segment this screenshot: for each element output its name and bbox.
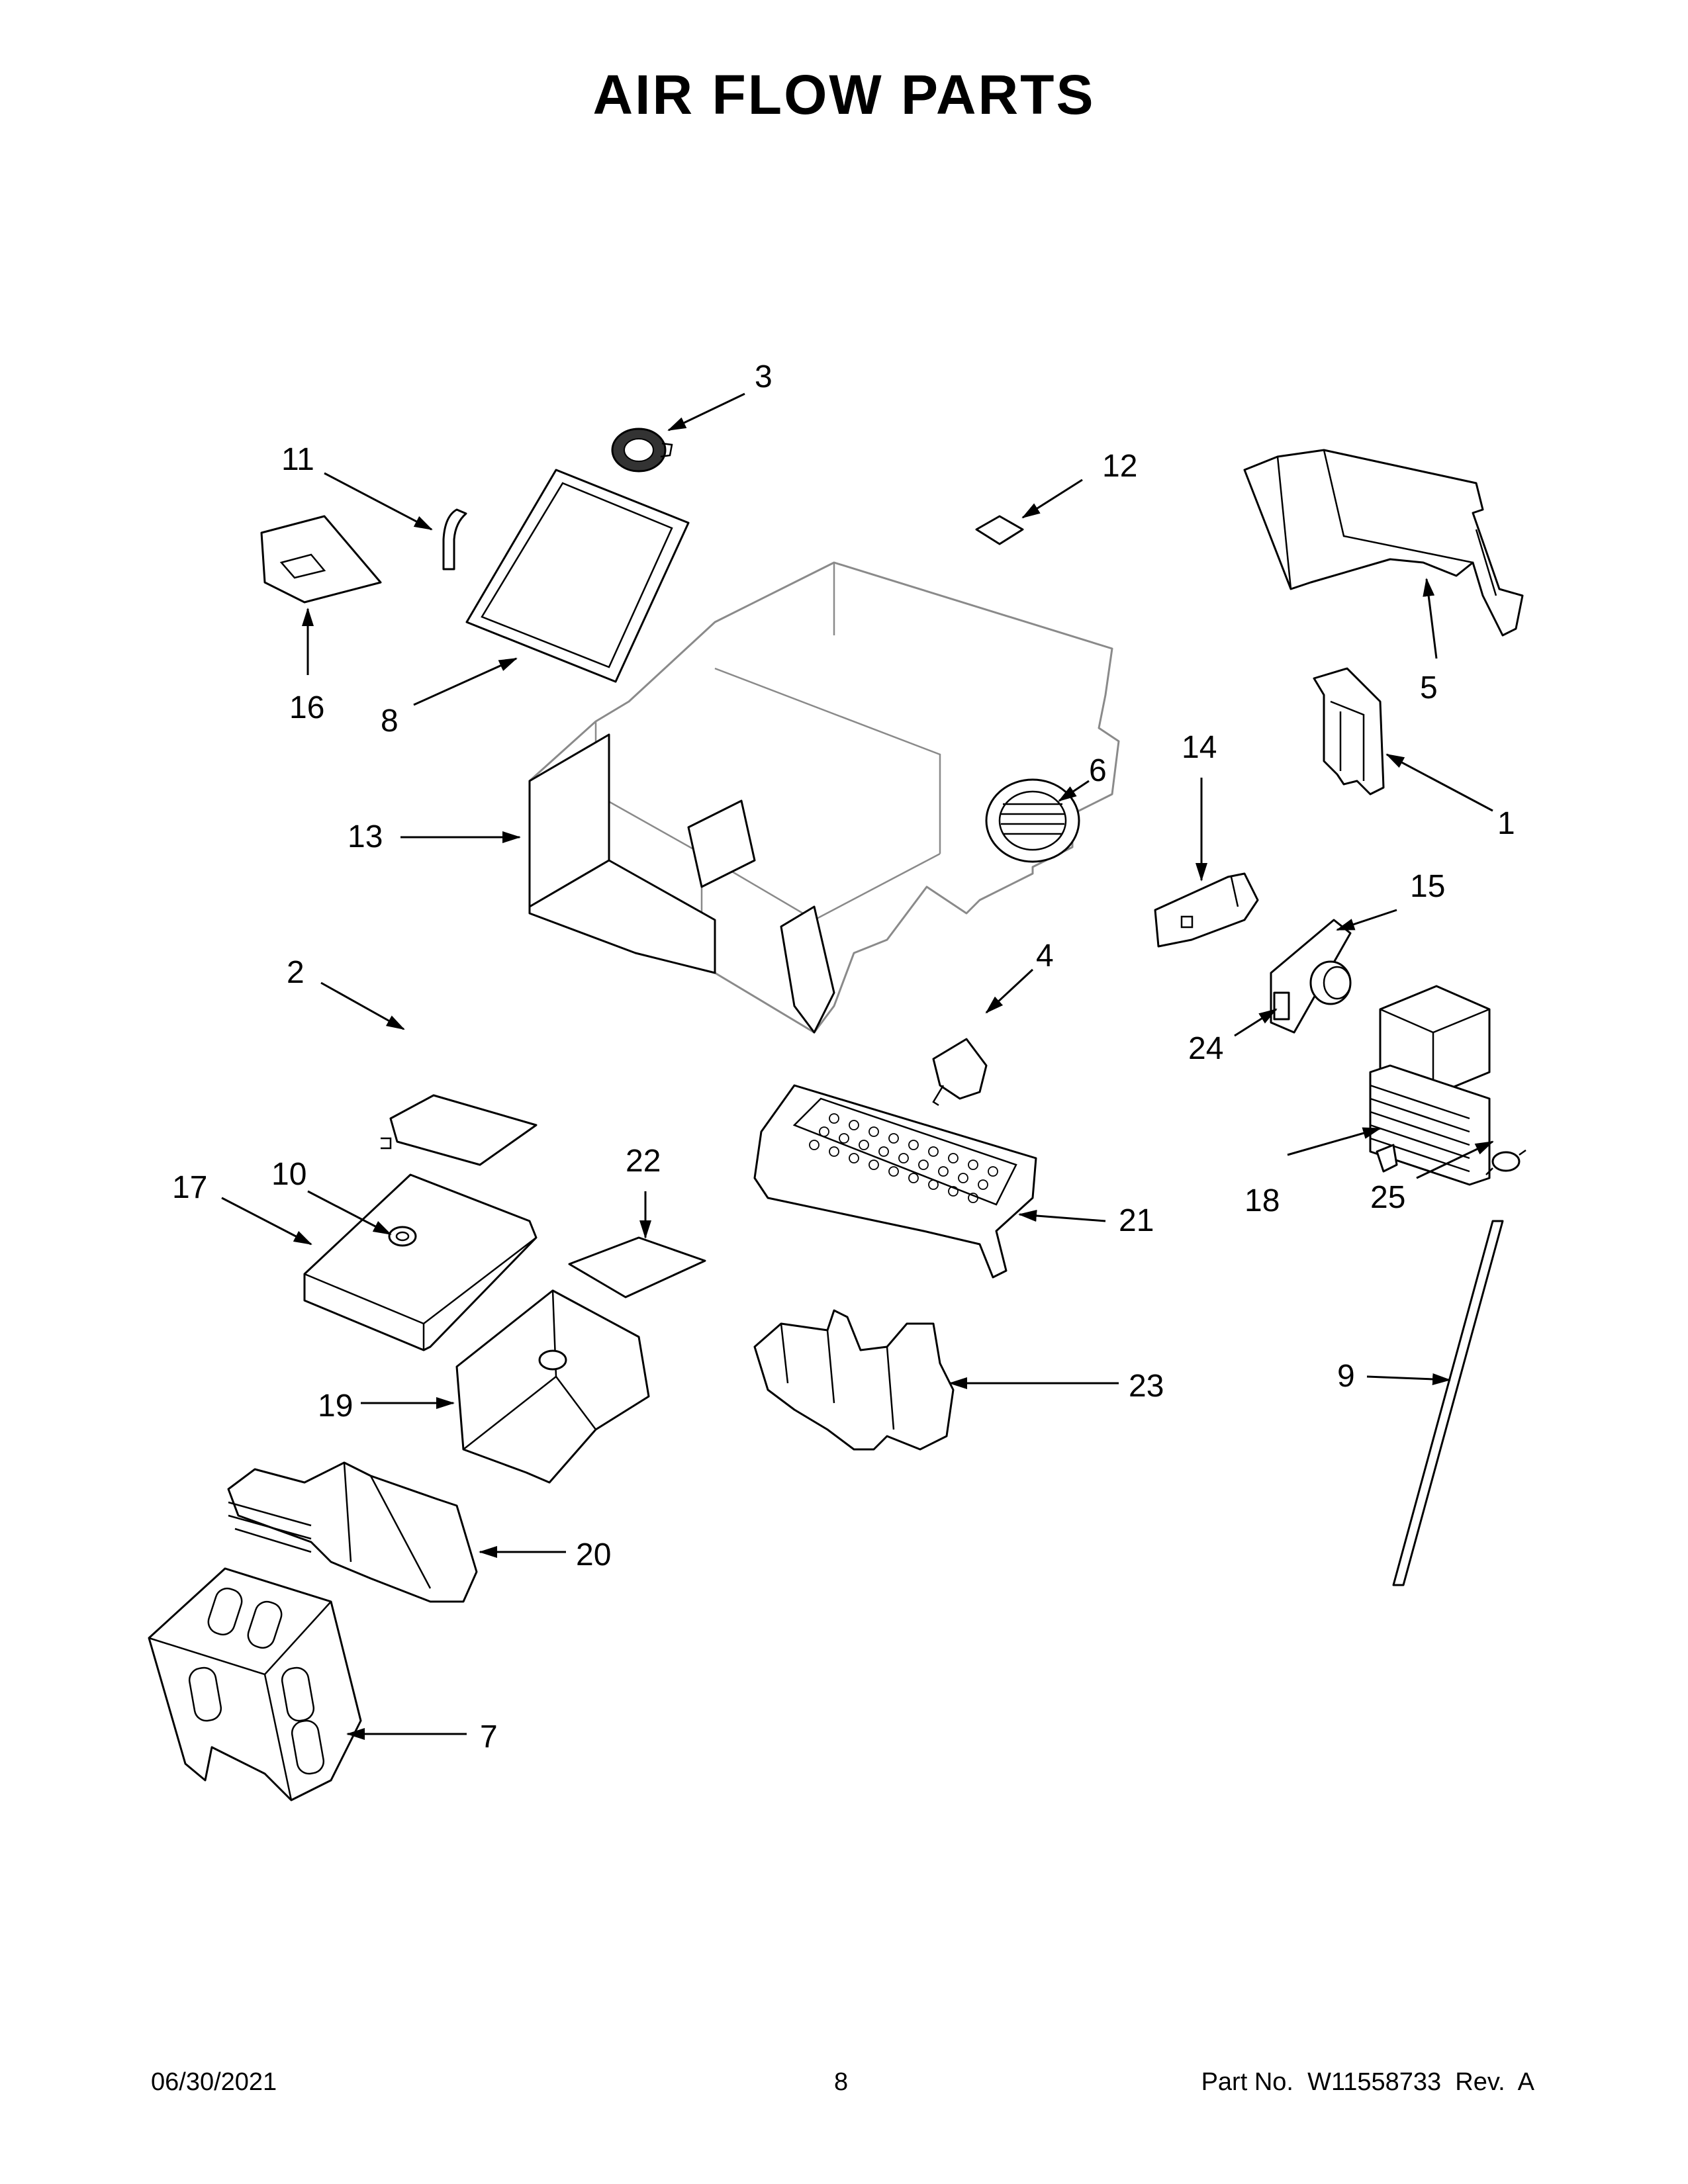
callout-13: 13: [348, 819, 383, 854]
callout-10: 10: [271, 1157, 306, 1192]
callout-18: 18: [1244, 1183, 1280, 1218]
callout-1: 1: [1497, 806, 1515, 841]
callout-labels: 3 11 12 16 8 5 1 6 13 14 15 24 4 2 18 25…: [172, 359, 1515, 1754]
part-1-damper-bracket: [1313, 667, 1385, 796]
part-18-transformer: [1369, 985, 1491, 1186]
callout-8: 8: [381, 704, 399, 739]
callout-20: 20: [576, 1537, 611, 1572]
callout-12: 12: [1102, 449, 1137, 484]
footer-part-number: Part No. W11558733 Rev. A: [1201, 2068, 1534, 2096]
page-title: AIR FLOW PARTS: [592, 64, 1096, 126]
part-11-tube: [442, 508, 467, 570]
callout-2: 2: [287, 955, 305, 990]
part-22-pad: [568, 1236, 706, 1298]
part-4-thermostat: [932, 1038, 988, 1107]
footer-date: 06/30/2021: [151, 2068, 277, 2096]
callout-4: 4: [1036, 938, 1054, 974]
callout-7: 7: [480, 1719, 498, 1754]
callout-21: 21: [1119, 1203, 1154, 1238]
part-14-sensor-bracket: [1154, 872, 1259, 948]
callout-3: 3: [755, 359, 773, 394]
leader-lines: [221, 392, 1494, 1740]
callout-9: 9: [1337, 1359, 1355, 1394]
part-3-fan-motor: [611, 428, 673, 473]
part-19-duct-panel: [455, 1289, 650, 1484]
part-7-cage-bracket: [148, 1567, 362, 1801]
part-21-grille-panel: [753, 1084, 1037, 1279]
callout-14: 14: [1182, 730, 1217, 765]
callout-11: 11: [281, 442, 314, 477]
callout-6: 6: [1089, 753, 1107, 788]
part-17-top-cover: [303, 1173, 538, 1351]
callout-16: 16: [289, 690, 324, 725]
callout-24: 24: [1188, 1031, 1223, 1066]
part-15-capacitor-bracket: [1270, 919, 1352, 1034]
part-13-front-wall: [528, 733, 835, 1034]
callout-23: 23: [1129, 1369, 1164, 1404]
part-5-exhaust-duct: [1243, 449, 1524, 637]
callout-25: 25: [1370, 1180, 1405, 1215]
part-25-thermal-fuse: [1485, 1149, 1526, 1175]
part-20-air-guide: [227, 1461, 478, 1603]
part-23-duct-assembly: [753, 1309, 955, 1451]
part-9-seal-strip: [1392, 1220, 1504, 1586]
footer-page-number: 8: [834, 2068, 849, 2096]
part-12-pad: [975, 515, 1024, 545]
callout-15: 15: [1410, 869, 1445, 904]
part-6-blower-wheel: [985, 778, 1080, 863]
part-2-shield-plate: [381, 1094, 538, 1166]
callout-5: 5: [1420, 670, 1438, 705]
callout-22: 22: [626, 1144, 661, 1179]
part-16-bracket-plate: [260, 515, 382, 604]
part-8-filter-frame: [465, 469, 690, 683]
callout-17: 17: [172, 1170, 207, 1205]
callout-19: 19: [318, 1388, 353, 1424]
part-24-clip: [1273, 991, 1290, 1021]
grille-holes: [809, 1113, 998, 1203]
part-10-thermostat: [388, 1226, 417, 1247]
